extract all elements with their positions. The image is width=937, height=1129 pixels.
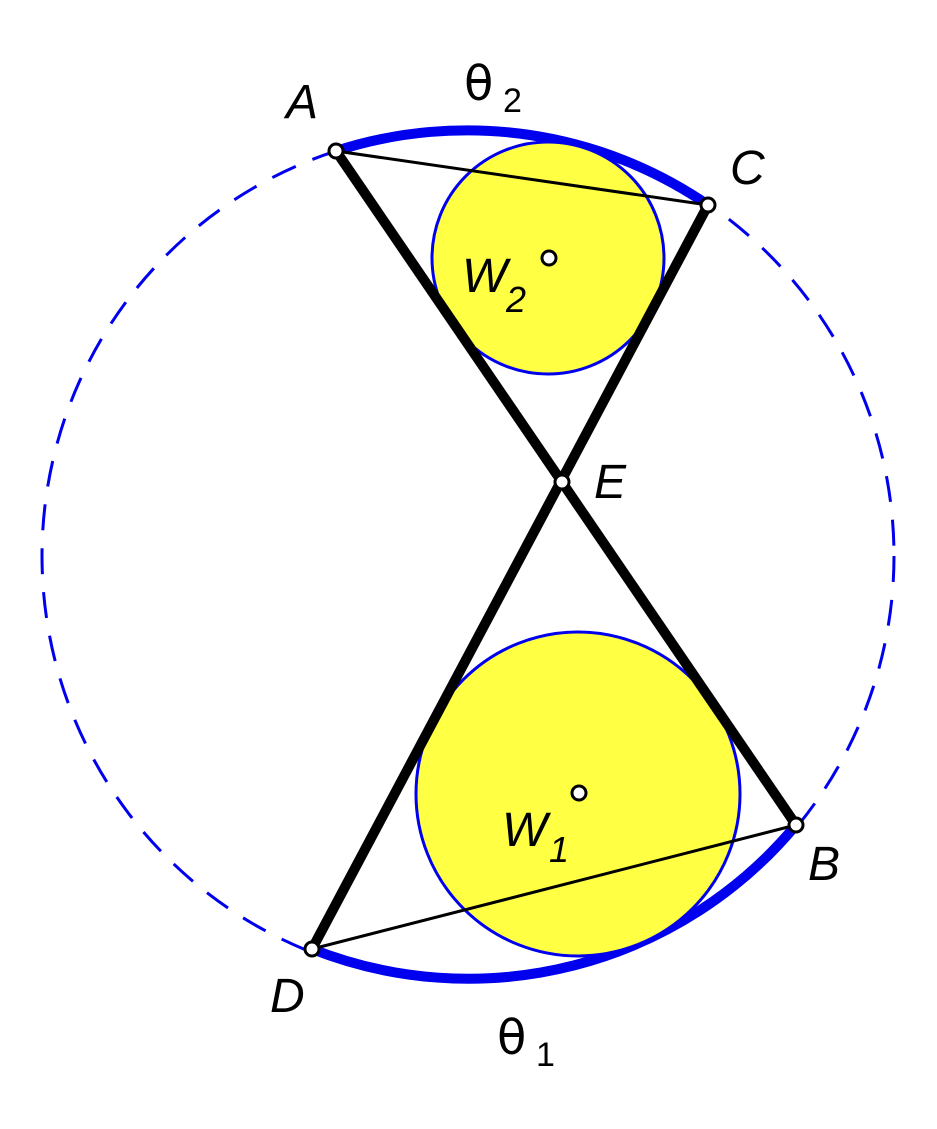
- label-b: B: [808, 838, 840, 891]
- point-e: [553, 473, 571, 491]
- point-b: [787, 816, 805, 834]
- chord-cd: [307, 202, 713, 952]
- label-theta1-symbol: θ: [497, 1010, 526, 1066]
- label-w1: W1: [502, 804, 569, 870]
- label-theta2-sub: 2: [503, 82, 522, 120]
- label-c: C: [730, 142, 765, 195]
- center-w2: [540, 249, 558, 267]
- label-w2-letter: W: [462, 250, 512, 303]
- point-a: [327, 142, 345, 160]
- arc-theta2: [331, 125, 713, 210]
- point-d: [303, 940, 321, 958]
- label-w2: W2: [462, 250, 526, 320]
- arc-theta1: [307, 820, 801, 984]
- label-w1-sub: 1: [549, 829, 569, 870]
- label-w1-letter: W: [502, 804, 552, 857]
- point-c: [699, 196, 717, 214]
- label-theta2-symbol: θ: [464, 56, 493, 112]
- label-d: D: [270, 970, 305, 1023]
- label-e: E: [594, 456, 627, 509]
- chord-db: [311, 823, 797, 951]
- center-w1: [570, 784, 588, 802]
- chord-ac: [335, 149, 709, 207]
- label-a: A: [283, 76, 318, 129]
- label-theta1-sub: 1: [536, 1036, 555, 1074]
- label-w2-sub: 2: [505, 279, 526, 320]
